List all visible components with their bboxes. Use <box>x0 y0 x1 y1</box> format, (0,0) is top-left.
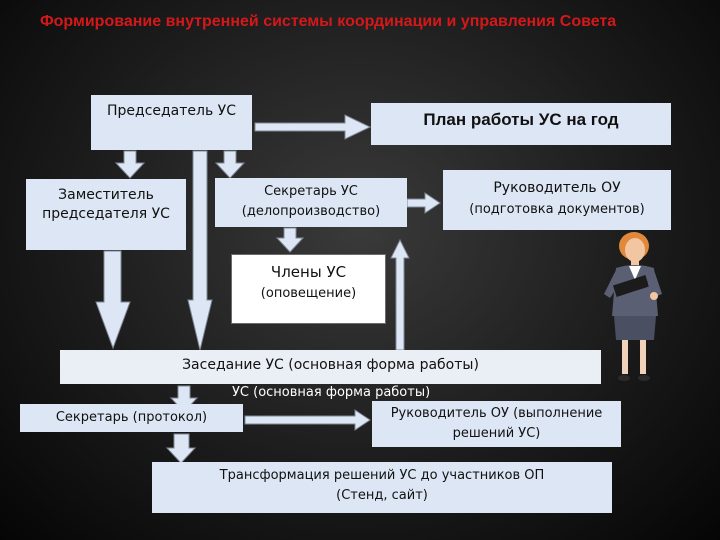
deputy-label-line2: председателя УС <box>42 206 170 222</box>
head-label-line2: (подготовка документов) <box>469 202 645 217</box>
secretary-label-line1: Секретарь УС <box>264 184 358 199</box>
head-box: Руководитель ОУ (подготовка документов) <box>443 170 671 230</box>
transform-box: Трансформация решений УС до участников О… <box>152 462 612 513</box>
deputy-box: Заместитель председателя УС <box>26 179 186 250</box>
plan-label: План работы УС на год <box>423 110 619 129</box>
chair-label: Председатель УС <box>106 103 236 119</box>
members-label-line1: Члены УС <box>270 263 347 281</box>
arrow-chair-to-plan <box>254 114 372 140</box>
transform-label-line1: Трансформация решений УС до участников О… <box>219 468 545 483</box>
transform-label-line2: (Стенд, сайт) <box>336 488 428 503</box>
meeting-box: Заседание УС (основная форма работы) <box>60 350 601 384</box>
page-title: Формирование внутренней системы координа… <box>40 13 617 30</box>
head-execution-box: Руководитель ОУ (выполнение решений УС) <box>372 401 621 447</box>
arrow-chair-to-secretary <box>214 150 246 179</box>
secretary-protocol-label: Секретарь (протокол) <box>55 410 208 425</box>
secretary-box: Секретарь УС (делопроизводство) <box>215 178 407 227</box>
arrow-secretary-to-head <box>406 192 441 214</box>
arrow-protocol-to-execution <box>244 409 371 431</box>
head-execution-label-line1: Руководитель ОУ (выполнение <box>390 406 603 421</box>
arrow-chair-to-meeting <box>187 150 213 351</box>
arrow-protocol-to-transform <box>165 433 197 464</box>
arrow-meeting-to-head <box>390 238 410 351</box>
arrow-secretary-to-members <box>275 227 305 253</box>
chair-box: Председатель УС <box>91 95 252 150</box>
plan-box: План работы УС на год <box>371 103 671 145</box>
secretary-label-line2: (делопроизводство) <box>241 204 381 219</box>
arrow-deputy-to-meeting <box>95 250 131 350</box>
members-label-line2: (оповещение) <box>260 286 357 301</box>
businesswoman-clipart <box>604 232 662 381</box>
deputy-label-line1: Заместитель <box>58 187 154 203</box>
members-box: Члены УС (оповещение) <box>231 254 386 324</box>
head-execution-label-line2: решений УС) <box>452 426 541 441</box>
secretary-protocol-box: Секретарь (протокол) <box>20 404 243 432</box>
arrow-chair-to-deputy <box>114 150 146 179</box>
meeting-sub-label: УС (основная форма работы) <box>232 385 431 400</box>
head-label-line1: Руководитель ОУ <box>493 180 621 196</box>
meeting-label: Заседание УС (основная форма работы) <box>182 357 479 373</box>
